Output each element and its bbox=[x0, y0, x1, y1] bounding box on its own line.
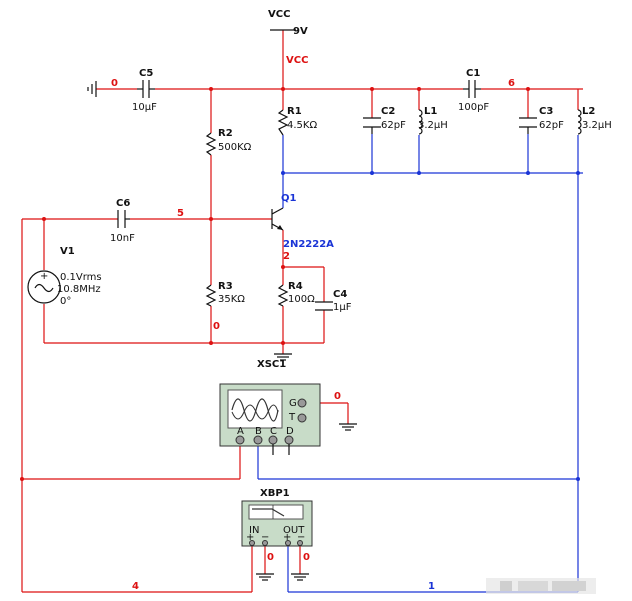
net-label-0-bode-out: 0 bbox=[303, 552, 310, 563]
capacitor-c6[interactable]: C6 10nF bbox=[110, 198, 135, 244]
c1-ref: C1 bbox=[466, 68, 480, 79]
scope-port-c[interactable] bbox=[268, 435, 278, 445]
v1-amplitude: 0.1Vrms bbox=[60, 272, 102, 283]
capacitor-c2[interactable]: C2 62pF bbox=[363, 106, 406, 134]
inductor-l1[interactable]: L1 3.2µH bbox=[418, 106, 448, 135]
scope-port-b-label: B bbox=[255, 426, 262, 437]
scope-port-d-label: D bbox=[286, 426, 294, 437]
capacitor-c1[interactable]: C1 100pF bbox=[458, 68, 489, 113]
v1-ref: V1 bbox=[60, 246, 75, 257]
scope-t-terminal[interactable] bbox=[297, 413, 307, 423]
vcc-voltage: 9V bbox=[293, 26, 308, 37]
svg-text:−: − bbox=[261, 532, 269, 543]
v1-frequency: 10.8MHz bbox=[57, 284, 101, 295]
svg-text:+: + bbox=[283, 532, 291, 543]
svg-text:+: + bbox=[246, 532, 254, 543]
scope-g-terminal[interactable] bbox=[297, 398, 307, 408]
v1-phase: 0° bbox=[60, 296, 71, 307]
r3-ref: R3 bbox=[218, 281, 233, 292]
bode-in-label: IN bbox=[249, 525, 259, 536]
bode-out-label: OUT bbox=[283, 525, 305, 536]
l1-value: 3.2µH bbox=[418, 120, 448, 131]
transistor-q1[interactable]: Q1 2N2222A bbox=[271, 193, 334, 250]
q1-ref: Q1 bbox=[281, 193, 297, 204]
net-label-6: 6 bbox=[508, 78, 515, 89]
r1-ref: R1 bbox=[287, 106, 302, 117]
r3-value: 35KΩ bbox=[218, 294, 245, 305]
net-label-2: 2 bbox=[283, 251, 290, 262]
c6-ref: C6 bbox=[116, 198, 130, 209]
resistor-r1[interactable]: R1 4.5KΩ bbox=[277, 106, 317, 136]
ground-symbol-circuit bbox=[274, 353, 292, 361]
scope-port-d[interactable] bbox=[284, 435, 294, 445]
c4-value: 1µF bbox=[333, 302, 352, 313]
svg-text:+: + bbox=[40, 271, 48, 282]
r1-value: 4.5KΩ bbox=[287, 120, 317, 131]
scope-port-c-label: C bbox=[270, 426, 277, 437]
ground-symbol-bode-in bbox=[256, 573, 274, 581]
bode-in-plus[interactable] bbox=[249, 540, 255, 546]
net-label-5: 5 bbox=[177, 208, 184, 219]
vcc-net-label: VCC bbox=[286, 55, 308, 66]
net-label-0-bode-in: 0 bbox=[267, 552, 274, 563]
resistor-r2[interactable]: R2 500KΩ bbox=[205, 128, 252, 156]
voltage-source-v1[interactable]: + V1 0.1Vrms 10.8MHz 0° bbox=[27, 246, 102, 307]
scope-port-b[interactable] bbox=[253, 435, 263, 445]
net-label-0-top: 0 bbox=[111, 78, 118, 89]
blue-wires bbox=[257, 134, 583, 593]
c2-value: 62pF bbox=[381, 120, 406, 131]
r2-value: 500KΩ bbox=[218, 142, 252, 153]
svg-text:−: − bbox=[297, 532, 305, 543]
resistor-r4[interactable]: R4 100Ω bbox=[277, 281, 315, 307]
r4-value: 100Ω bbox=[288, 294, 315, 305]
l2-ref: L2 bbox=[582, 106, 595, 117]
c3-ref: C3 bbox=[539, 106, 553, 117]
c1-value: 100pF bbox=[458, 102, 489, 113]
scope-port-a[interactable] bbox=[235, 435, 245, 445]
r4-ref: R4 bbox=[288, 281, 303, 292]
c5-value: 10µF bbox=[132, 102, 157, 113]
c6-value: 10nF bbox=[110, 233, 135, 244]
c3-value: 62pF bbox=[539, 120, 564, 131]
scope-g-label: G bbox=[289, 398, 297, 409]
oscilloscope-xsc1[interactable]: G T A B C D bbox=[219, 383, 321, 455]
scope-t-label: T bbox=[288, 412, 296, 423]
ground-symbol-scope bbox=[339, 423, 357, 431]
net-label-0-scope: 0 bbox=[334, 391, 341, 402]
net-label-0-bottom: 0 bbox=[213, 321, 220, 332]
junction-dots-blue bbox=[281, 171, 580, 481]
ground-symbol-top bbox=[87, 81, 97, 97]
bode-out-plus[interactable] bbox=[285, 540, 291, 546]
net-label-1: 1 bbox=[428, 581, 435, 592]
vcc-label: VCC bbox=[268, 9, 290, 20]
ground-symbol-bode-out bbox=[291, 573, 309, 581]
capacitor-c4[interactable]: C4 1µF bbox=[315, 289, 352, 313]
r2-ref: R2 bbox=[218, 128, 233, 139]
capacitor-c3[interactable]: C3 62pF bbox=[519, 106, 564, 134]
watermark bbox=[486, 578, 596, 594]
l2-value: 3.2µH bbox=[582, 120, 612, 131]
net-label-4: 4 bbox=[132, 581, 139, 592]
vcc-supply[interactable]: VCC 9V VCC bbox=[268, 9, 308, 66]
red-wires bbox=[21, 30, 583, 593]
inductor-l2[interactable]: L2 3.2µH bbox=[577, 106, 612, 135]
c4-ref: C4 bbox=[333, 289, 347, 300]
bode-in-minus[interactable] bbox=[262, 540, 268, 546]
capacitor-c5[interactable]: C5 10µF bbox=[132, 68, 157, 113]
bode-out-minus[interactable] bbox=[297, 540, 303, 546]
bode-plotter-xbp1[interactable]: IN OUT + − + − bbox=[241, 500, 313, 547]
scope-port-a-label: A bbox=[237, 426, 244, 437]
c5-ref: C5 bbox=[139, 68, 153, 79]
resistor-r3[interactable]: R3 35KΩ bbox=[205, 281, 245, 307]
c2-ref: C2 bbox=[381, 106, 395, 117]
scope-ref: XSC1 bbox=[257, 359, 286, 370]
bode-ref: XBP1 bbox=[260, 488, 290, 499]
l1-ref: L1 bbox=[424, 106, 437, 117]
q1-model: 2N2222A bbox=[283, 239, 334, 250]
junction-dots bbox=[20, 87, 530, 481]
